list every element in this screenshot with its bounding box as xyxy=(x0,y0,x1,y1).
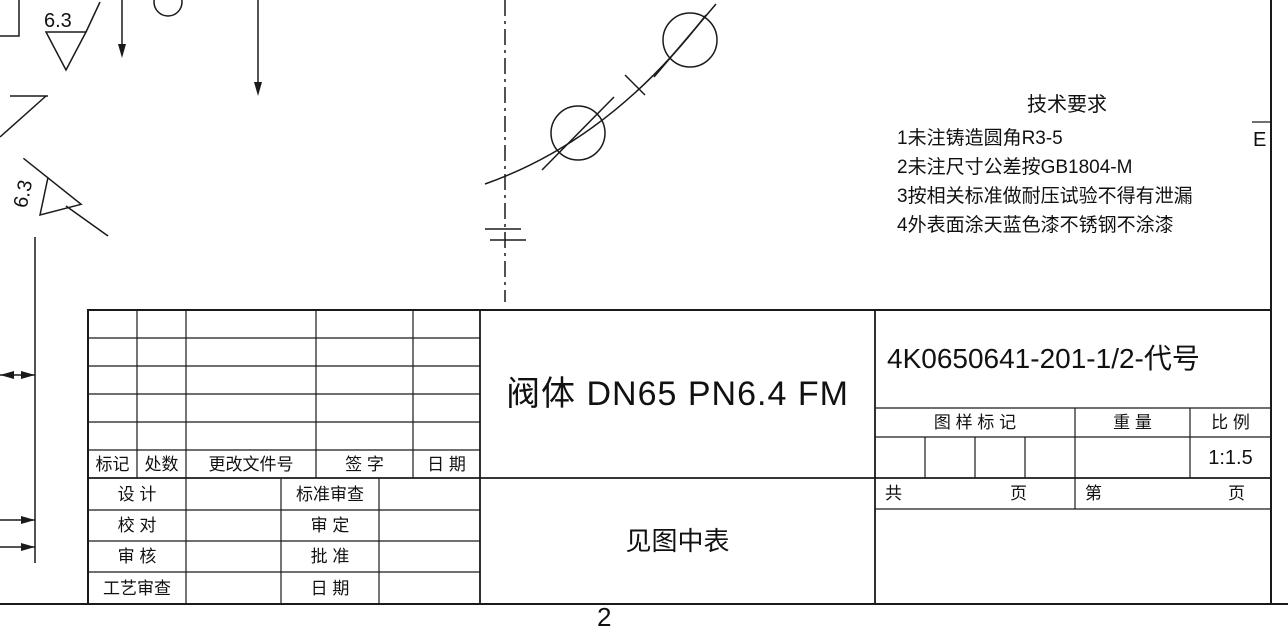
corner-edge-line xyxy=(0,0,20,37)
drawing-number: 4K0650641-201-1/2-代号 xyxy=(887,343,1200,374)
header-scale: 比 例 xyxy=(1211,413,1250,432)
bolt-circle-arc xyxy=(484,14,707,185)
tech-requirement-item: 4外表面涂天蓝色漆不锈钢不涂漆 xyxy=(897,215,1174,236)
header-weight: 重 量 xyxy=(1113,413,1152,432)
roughness-value-side-group: 6.3 xyxy=(10,178,37,210)
arc-tick-mark xyxy=(624,74,646,96)
part-edge-diagonal xyxy=(0,95,47,138)
signature-label-process-review: 工艺审查 xyxy=(103,578,171,598)
signature-label-standard-review: 标准审查 xyxy=(296,484,364,504)
arrowhead-down-2 xyxy=(254,82,262,96)
revision-header-mark: 标记 xyxy=(95,454,130,474)
pages-total: 共 页 xyxy=(875,478,1075,509)
revision-header-signature: 签 字 xyxy=(345,454,384,474)
roughness-leader-line xyxy=(65,205,109,237)
bolt-hole-centerline-2 xyxy=(653,3,717,78)
tech-requirement-item: 2未注尺寸公差按GB1804-M xyxy=(897,157,1133,178)
bolt-hole-centerline-1 xyxy=(541,96,615,171)
signature-label-check: 校 对 xyxy=(117,516,157,535)
part-name: 阀体 DN65 PN6.4 FM xyxy=(506,375,849,413)
pages-current-label: 第 xyxy=(1085,484,1102,503)
revision-header-count: 处数 xyxy=(144,454,179,474)
pages-current: 第 页 xyxy=(1075,478,1271,509)
roughness-symbol-top xyxy=(44,1,101,72)
revision-header-date: 日 期 xyxy=(427,454,466,474)
arrowhead-right-1 xyxy=(21,371,35,379)
tech-requirements-title: 技术要求 xyxy=(1027,94,1107,116)
pages-total-unit: 页 xyxy=(1010,484,1027,503)
scale-value: 1:1.5 xyxy=(1208,446,1253,469)
technical-requirements: 技术要求 1未注铸造圆角R3-5 2未注尺寸公差按GB1804-M 3按相关标准… xyxy=(897,88,1237,240)
bolt-hole-circle-1 xyxy=(550,105,606,161)
zone-label: E xyxy=(1253,129,1267,151)
roughness-symbol-side xyxy=(22,157,83,217)
title-block-grid xyxy=(87,309,1272,605)
pages-current-unit: 页 xyxy=(1228,484,1245,503)
arrowhead-right-3 xyxy=(21,543,35,551)
arrowhead-left-1 xyxy=(0,371,14,379)
signature-label-ratify: 批 准 xyxy=(310,547,350,566)
tech-requirement-item: 3按相关标准做耐压试验不得有泄漏 xyxy=(897,186,1193,207)
tech-requirement-item: 1未注铸造圆角R3-5 xyxy=(897,128,1063,149)
bolt-hole-circle-2 xyxy=(662,12,718,68)
dimension-arrowheads xyxy=(0,44,262,551)
roughness-value-side: 6.3 xyxy=(10,178,37,210)
sheet-number-partial: 2 xyxy=(597,602,612,632)
signature-label-date: 日 期 xyxy=(310,578,350,598)
roughness-value-top: 6.3 xyxy=(44,10,72,32)
middle-note: 见图中表 xyxy=(625,526,730,556)
arrowhead-right-2 xyxy=(21,516,35,524)
revision-header-change-doc: 更改文件号 xyxy=(208,454,294,474)
signature-label-design: 设 计 xyxy=(117,484,157,504)
signature-label-approve-review: 审 定 xyxy=(310,516,350,535)
header-drawing-mark: 图 样 标 记 xyxy=(933,413,1017,432)
signature-label-audit: 审 核 xyxy=(117,547,157,566)
pages-total-label: 共 xyxy=(885,484,902,503)
partial-datum-circle xyxy=(153,0,183,17)
arrowhead-down-1 xyxy=(118,44,126,58)
